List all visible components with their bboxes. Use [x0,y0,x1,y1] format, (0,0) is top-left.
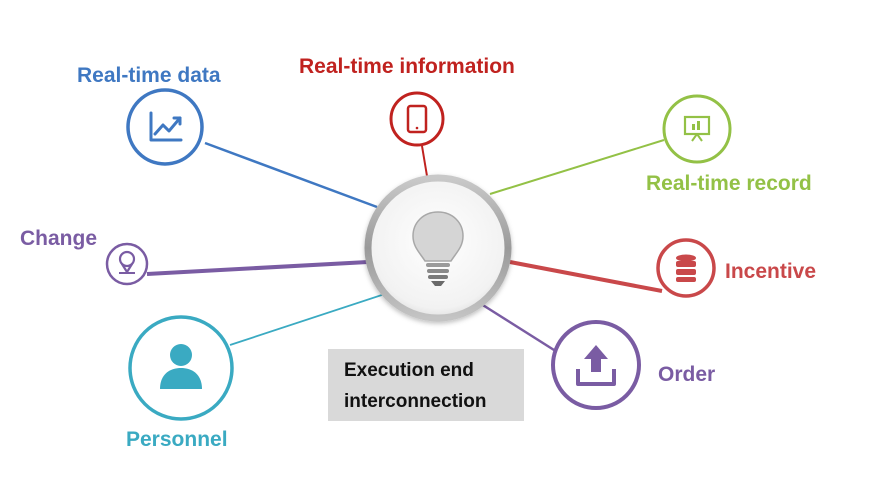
node-realtime-information[interactable] [389,91,445,147]
database-icon [676,254,696,282]
label-incentive: Incentive [725,260,817,283]
node-change[interactable] [105,242,149,286]
chart-trend-icon [149,111,183,142]
label-realtime-information: Real-time information [299,55,515,78]
node-incentive[interactable] [656,238,716,298]
upload-icon [576,345,616,386]
tablet-icon [406,104,428,134]
node-realtime-record[interactable] [662,94,732,164]
connector-personnel [229,292,389,346]
central-hub [364,174,512,322]
node-order[interactable] [551,320,641,410]
connector-order [477,300,555,352]
node-personnel[interactable] [128,315,234,421]
connector-realtime-information [421,145,428,177]
connector-realtime-data [204,141,378,209]
lightbulb-icon [412,211,464,286]
caption-box: Execution end interconnection [328,349,524,421]
node-realtime-data[interactable] [126,88,204,166]
connector-realtime-record [489,139,665,195]
location-pin-icon [118,250,136,274]
caption-line-1: Execution end [344,360,474,381]
label-realtime-record: Real-time record [646,172,812,195]
label-change: Change [20,227,98,250]
label-personnel: Personnel [126,428,228,451]
connector-incentive [509,260,663,293]
label-order: Order [658,363,716,386]
label-realtime-data: Real-time data [77,64,221,87]
connector-change [146,260,369,276]
presentation-board-icon [683,115,711,142]
caption-line-2: interconnection [344,391,487,412]
person-icon [160,344,202,389]
